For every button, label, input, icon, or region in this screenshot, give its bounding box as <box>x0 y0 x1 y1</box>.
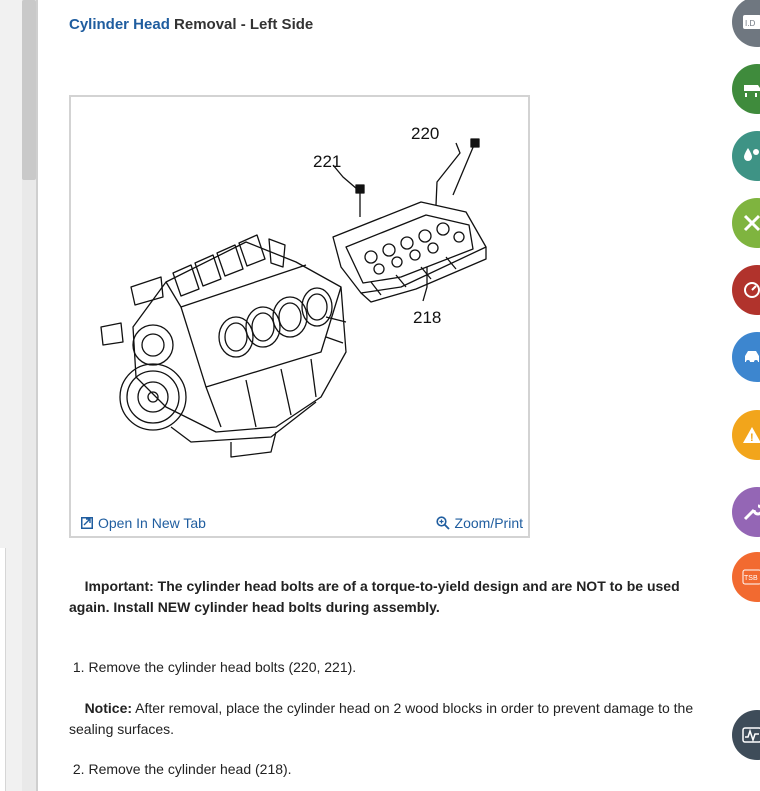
wrench-icon <box>743 504 760 521</box>
left-scrollbar[interactable] <box>22 0 36 791</box>
engine-diagram[interactable]: 220 221 218 <box>71 97 528 507</box>
notice-label: Notice: <box>84 700 133 716</box>
step-2-text: 2. Remove the cylinder head (218). <box>72 761 292 777</box>
left-scroll-thumb[interactable] <box>22 0 36 180</box>
cylinder-head-drawing <box>332 201 487 303</box>
callout-221: 221 <box>313 152 341 171</box>
step-1-text: 1. Remove the cylinder head bolts (220, … <box>72 659 357 675</box>
vehicle-lift-button[interactable] <box>732 64 760 114</box>
open-in-new-tab-link[interactable]: Open In New Tab <box>81 515 206 531</box>
fluids-button[interactable] <box>732 131 760 181</box>
left-gutter <box>0 0 38 791</box>
engine-figure: 220 221 218 Open In New Tab Zoom/Print <box>69 95 530 538</box>
head-bolt-220 <box>452 138 480 196</box>
tsb-icon: TSB <box>742 569 760 585</box>
notice-note: Notice: After removal, place the cylinde… <box>69 698 709 740</box>
car-icon <box>745 351 759 364</box>
warning-icon: ! <box>743 427 760 444</box>
step-item: 1. Remove the cylinder head bolts (220, … <box>69 657 709 678</box>
callout-220: 220 <box>411 124 439 143</box>
svg-text:!: ! <box>750 432 754 444</box>
id-button[interactable]: I.D <box>732 0 760 47</box>
parts-icon <box>743 214 760 232</box>
important-note: Important: The cylinder head bolts are o… <box>69 576 709 618</box>
lift-icon <box>744 85 760 97</box>
parts-button[interactable] <box>732 198 760 248</box>
important-text: The cylinder head bolts are of a torque-… <box>69 578 680 615</box>
head-bolt-221 <box>355 184 365 217</box>
zoom-icon <box>435 516 450 530</box>
waveform-icon <box>742 727 760 743</box>
step-item: 2. Remove the cylinder head (218). <box>69 759 709 780</box>
open-new-tab-icon <box>81 517 93 529</box>
fluids-icon <box>744 148 759 161</box>
diagnostics-button[interactable] <box>732 265 760 315</box>
callout-218: 218 <box>413 308 441 327</box>
specs-button[interactable] <box>732 332 760 382</box>
open-in-new-tab-label: Open In New Tab <box>98 515 206 531</box>
svg-text:TSB: TSB <box>744 575 758 582</box>
page-title-accent: Cylinder Head <box>69 16 170 33</box>
gauge-icon <box>744 282 760 298</box>
svg-text:I.D: I.D <box>745 19 755 28</box>
page-title: Cylinder Head Removal - Left Side <box>69 16 313 33</box>
tools-button[interactable] <box>732 487 760 537</box>
zoom-print-label: Zoom/Print <box>454 515 523 531</box>
notice-text: After removal, place the cylinder head o… <box>69 700 694 737</box>
warnings-button[interactable]: ! <box>732 410 760 460</box>
page-title-rest: Removal - Left Side <box>169 16 314 33</box>
quick-access-rail: I.D ! TSB <box>732 0 760 791</box>
left-panel-edge <box>0 548 6 791</box>
tsb-button[interactable]: TSB <box>732 552 760 602</box>
important-label: Important: <box>84 578 154 594</box>
waveform-button[interactable] <box>732 710 760 760</box>
id-icon: I.D <box>743 15 760 29</box>
zoom-print-link[interactable]: Zoom/Print <box>435 515 523 531</box>
engine-block-drawing <box>100 234 347 458</box>
